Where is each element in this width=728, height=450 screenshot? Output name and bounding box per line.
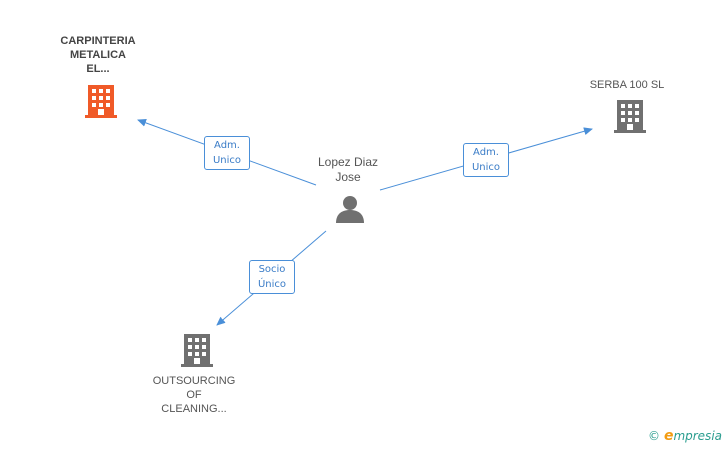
building-icon[interactable]: [85, 85, 117, 119]
node-label-outsourcing[interactable]: OUTSOURCING OF CLEANING...: [152, 375, 236, 415]
building-icon[interactable]: [614, 100, 646, 134]
brand-name: mpresia: [673, 429, 722, 443]
building-icon[interactable]: [181, 334, 213, 368]
node-label-serba[interactable]: SERBA 100 SL: [589, 79, 665, 91]
edge-label-outsourcing[interactable]: Socio Único: [249, 260, 295, 294]
edge-label-serba[interactable]: Adm. Unico: [463, 143, 509, 177]
node-label-carpinteria[interactable]: CARPINTERIA METALICA EL...: [60, 35, 136, 75]
node-label-person[interactable]: Lopez Diaz Jose: [317, 155, 379, 184]
person-icon[interactable]: [335, 195, 365, 223]
brand-e: e: [663, 428, 674, 444]
empresia-logo: ©empresia: [648, 428, 722, 444]
copyright-symbol: ©: [647, 429, 660, 443]
edge-label-carpinteria[interactable]: Adm. Unico: [204, 136, 250, 170]
